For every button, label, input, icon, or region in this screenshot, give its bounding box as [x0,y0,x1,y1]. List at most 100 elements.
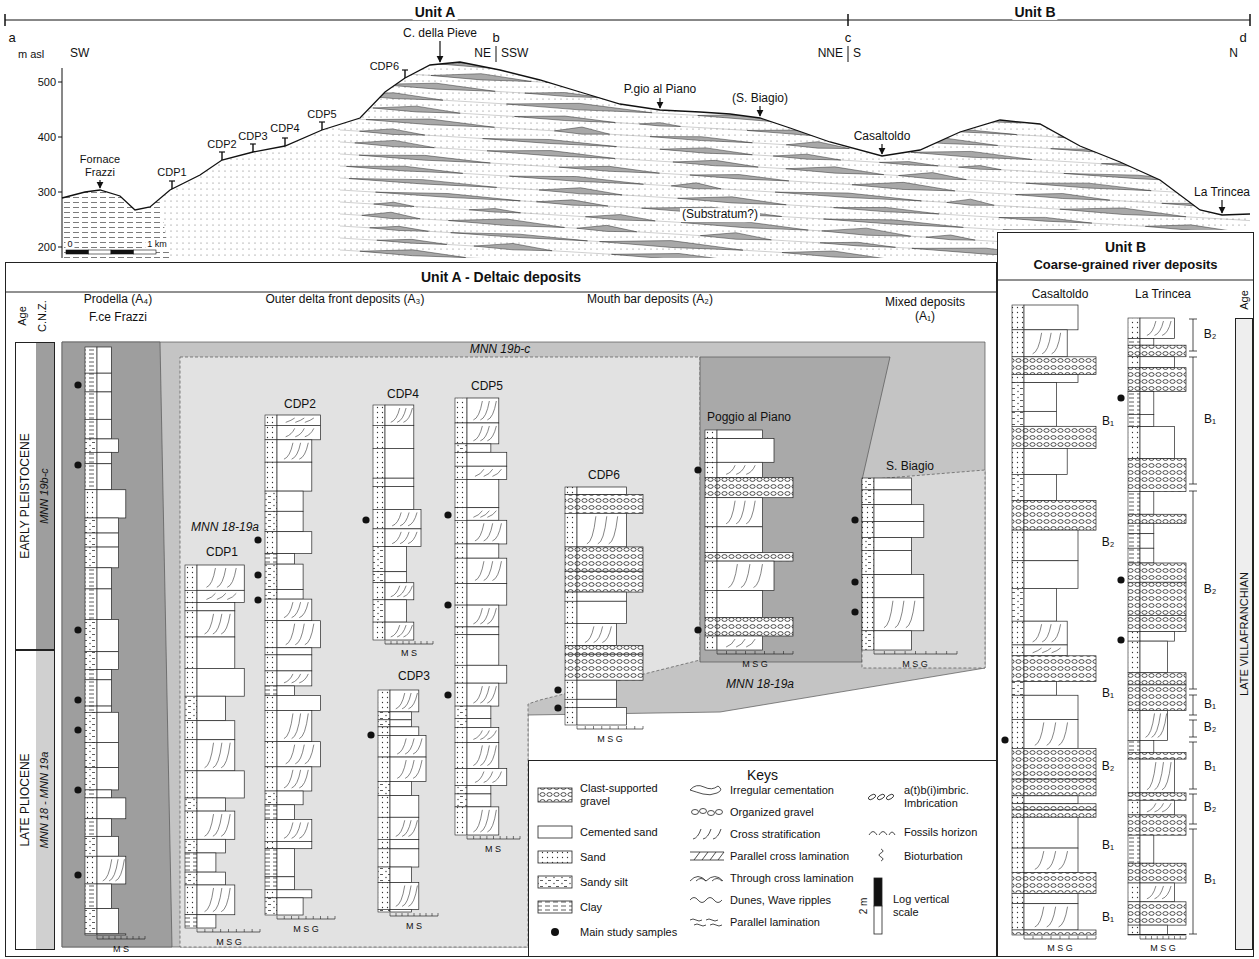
figure-detail [1059,907,1068,927]
log-title: CDP1 [206,546,238,560]
node-heading: Keys [529,761,996,783]
figure-detail [97,712,119,742]
figure-detail [834,207,939,213]
figure-detail [185,668,197,696]
figure-detail [277,686,294,695]
figure-detail [97,373,111,392]
figure-detail [265,532,277,554]
figure-detail [265,819,277,841]
legend-sample [690,898,722,903]
figure-detail [455,466,467,479]
figure-detail [1042,936,1043,939]
figure-detail [467,398,499,423]
figure-detail [1140,902,1186,925]
stratigraphic-log [362,405,433,644]
figure-detail [185,811,197,839]
figure-detail [265,877,277,890]
figure-detail [403,625,412,637]
figure-detail [1024,588,1056,621]
figure-detail [1012,719,1024,748]
locality-label: CDP1 [157,166,186,179]
sample-dot [74,461,81,468]
figure-detail [408,913,409,916]
figure-detail [717,439,774,463]
node-heading: Unit B [998,233,1253,255]
figure-detail [455,584,467,606]
figure-detail [905,651,906,654]
figure-detail [455,683,467,706]
figure-detail [391,586,400,597]
figure-detail [277,791,303,805]
sample-dot [444,691,451,698]
figure-detail [197,740,235,771]
figure-detail [370,226,429,231]
figure-detail [764,651,765,654]
figure-detail [862,522,874,538]
figure-detail [1128,368,1140,392]
figure-detail [1051,936,1052,939]
figure-detail [1024,695,1078,719]
figure-detail [284,602,293,618]
figure-detail [97,768,119,790]
figure-detail [85,790,97,798]
figure-detail [874,550,911,574]
figure-detail [455,520,467,544]
figure-detail [1024,357,1096,375]
figure-detail [277,648,312,655]
figure-detail [127,936,128,939]
figure-detail [295,745,304,764]
figure-detail [265,564,277,589]
topographic-profile [62,62,1250,215]
figure-detail [705,553,717,561]
figure-detail [455,627,467,635]
unit-header: Unit B [1012,4,1057,20]
figure-detail [97,790,111,798]
figure-detail [359,155,490,163]
figure-detail [717,498,763,527]
figure-detail [185,696,197,720]
figure-detail [717,477,793,497]
note-label: (Substratum?) [680,208,760,222]
figure-detail [487,730,496,739]
figure-detail [385,405,414,425]
figure-detail [97,419,111,439]
figure-detail [474,243,552,250]
figure-detail [432,913,433,916]
figure-detail [1128,710,1140,740]
figure-detail [197,602,235,610]
figure-detail [97,934,126,935]
figure-detail [85,934,97,935]
figure-detail [717,527,763,553]
figure-detail [85,452,97,463]
unit-label: B₁ [1102,839,1114,853]
figure-detail [1147,321,1156,335]
figure-detail [1140,357,1175,368]
figure-detail [1024,904,1078,930]
figure-detail [1140,548,1154,563]
figure-detail [277,742,321,767]
log-title: CDP3 [398,670,430,684]
figure-detail [1012,817,1024,848]
figure-detail [1101,162,1208,170]
locality-arrow [759,106,760,116]
figure-detail [1189,319,1197,320]
figure-detail [1024,474,1056,500]
figure-detail [1128,800,1140,815]
figure-detail [577,225,637,231]
stratigraphic-log [74,347,145,939]
figure-detail [455,794,467,807]
figure-detail [585,726,586,729]
figure-detail [1128,338,1140,345]
figure-detail [1012,848,1024,872]
figure-detail [862,631,874,650]
figure-detail [1140,759,1175,793]
figure-detail [774,651,775,654]
figure-detail [197,565,244,590]
figure-detail [397,408,406,422]
figure-detail [473,810,482,832]
unit-label: B₁ [1102,911,1114,925]
figure-detail [1012,930,1024,935]
figure-detail [484,561,493,580]
figure-detail [1048,100,1196,109]
